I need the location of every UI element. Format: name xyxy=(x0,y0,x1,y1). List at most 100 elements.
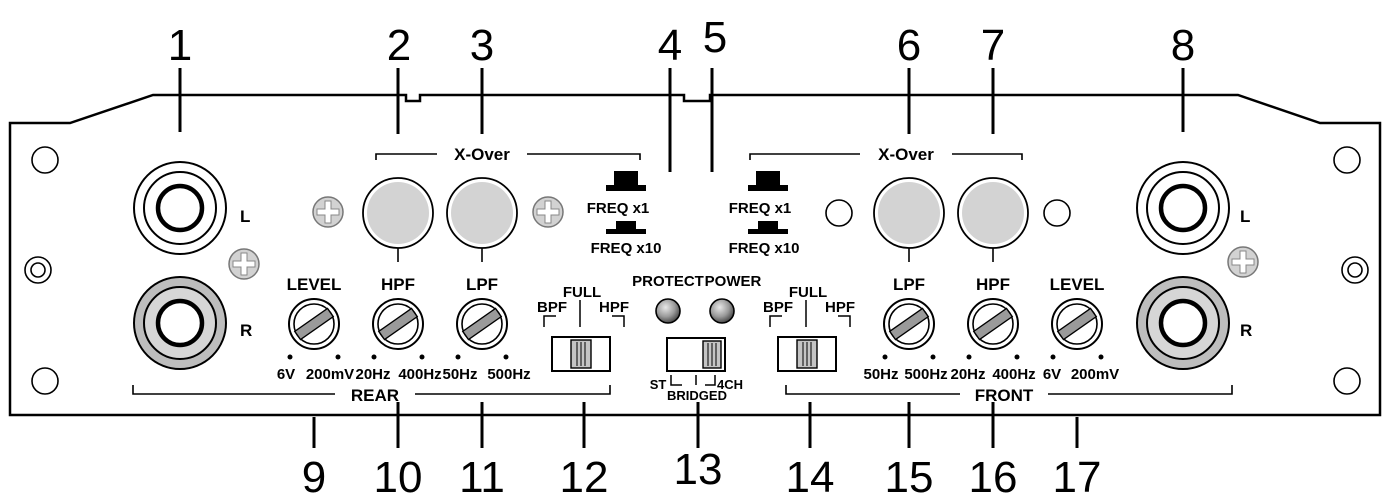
front-switch-full-label: FULL xyxy=(789,284,827,301)
front-rca-left-label: L xyxy=(1240,207,1250,226)
mount-hole-right-bottom xyxy=(1333,367,1361,395)
rear-xover-hpf-module[interactable] xyxy=(362,177,434,249)
callout-8: 8 xyxy=(1171,21,1195,70)
rear-freq-x10-button[interactable] xyxy=(606,221,646,234)
protect-led xyxy=(655,298,681,324)
rear-xover-screw-right-icon xyxy=(532,196,564,228)
mount-hole-left-bottom xyxy=(31,367,59,395)
center-section: FREQ x1 FREQ x10 FREQ x1 FREQ x10 PROTEC… xyxy=(587,171,800,403)
rear-xover-label: X-Over xyxy=(454,145,510,164)
rear-xover-screw-left-icon xyxy=(312,196,344,228)
rear-rca-left-jack[interactable] xyxy=(133,161,227,255)
mount-hole-right-top xyxy=(1333,146,1361,174)
front-section-label: FRONT xyxy=(975,386,1034,405)
callout-1: 1 xyxy=(168,21,192,70)
rear-level-max: 200mV xyxy=(306,366,354,383)
callout-12: 12 xyxy=(560,453,609,497)
rear-switch-bpf-label: BPF xyxy=(537,299,567,316)
callout-9: 9 xyxy=(302,453,326,497)
mode-switch[interactable] xyxy=(666,337,726,372)
callout-3: 3 xyxy=(470,21,494,70)
front-section-bracket xyxy=(785,385,1233,395)
callout-16: 16 xyxy=(969,453,1018,497)
front-hpf-min: 20Hz xyxy=(950,366,985,383)
rear-switch-full-label: FULL xyxy=(563,284,601,301)
front-level-min: 6V xyxy=(1043,366,1061,383)
front-freq-x1-button[interactable] xyxy=(748,171,788,191)
rear-filter-switch[interactable] xyxy=(551,336,611,372)
front-knob-range-dots xyxy=(882,354,1104,360)
rear-lpf-label: LPF xyxy=(466,275,498,294)
mount-hole-left-top xyxy=(31,146,59,174)
front-xover-hpf-module[interactable] xyxy=(957,177,1029,249)
mounting-holes xyxy=(24,146,1369,395)
rear-freq-x10-label: FREQ x10 xyxy=(591,240,662,257)
front-freq-x10-label: FREQ x10 xyxy=(729,240,800,257)
front-screw-icon xyxy=(1227,246,1259,278)
front-level-label: LEVEL xyxy=(1050,275,1105,294)
rear-rca-right-jack[interactable] xyxy=(133,276,227,370)
rear-screw-icon xyxy=(228,248,260,280)
mode-switch-st-label: ST xyxy=(650,377,667,392)
rear-level-label: LEVEL xyxy=(287,275,342,294)
front-rca-right-label: R xyxy=(1240,321,1252,340)
front-xover-lpf-module[interactable] xyxy=(873,177,945,249)
panel-outline xyxy=(8,93,1382,417)
power-led xyxy=(709,298,735,324)
front-rca-right-jack[interactable] xyxy=(1136,276,1230,370)
rear-filter-switch-legend xyxy=(543,300,625,327)
rear-lpf-max: 500Hz xyxy=(487,366,530,383)
callout-2: 2 xyxy=(387,21,411,70)
front-filter-switch[interactable] xyxy=(777,336,837,372)
callout-lines xyxy=(178,68,1185,448)
front-filter-switch-legend xyxy=(769,300,851,327)
callout-13: 13 xyxy=(674,445,723,494)
protect-label: PROTECT xyxy=(632,273,704,290)
rear-hpf-knob[interactable] xyxy=(372,298,424,350)
callout-17: 17 xyxy=(1053,453,1102,497)
front-rca-left-jack[interactable] xyxy=(1136,161,1230,255)
callout-4: 4 xyxy=(658,21,682,70)
front-freq-x1-label: FREQ x1 xyxy=(729,200,792,217)
rear-xover-bracket xyxy=(375,153,641,160)
callout-6: 6 xyxy=(897,21,921,70)
rear-level-min: 6V xyxy=(277,366,295,383)
mode-switch-bridged-label: BRIDGED xyxy=(667,388,727,403)
rear-freq-x1-button[interactable] xyxy=(606,171,646,191)
power-label: POWER xyxy=(705,273,762,290)
rear-level-knob[interactable] xyxy=(288,298,340,350)
mode-switch-legend xyxy=(670,375,716,386)
mount-hole-left-mid-inner xyxy=(30,262,46,278)
callout-7: 7 xyxy=(981,21,1005,70)
front-hpf-max: 400Hz xyxy=(992,366,1035,383)
callout-15: 15 xyxy=(885,453,934,497)
callout-numbers: 1 2 3 4 5 6 7 8 9 10 11 12 13 14 15 16 1… xyxy=(168,13,1195,497)
rear-section-label: REAR xyxy=(351,386,399,405)
rear-section-bracket xyxy=(132,385,611,395)
front-switch-bpf-label: BPF xyxy=(763,299,793,316)
front-lpf-max: 500Hz xyxy=(904,366,947,383)
rear-hpf-min: 20Hz xyxy=(355,366,390,383)
front-hpf-knob[interactable] xyxy=(967,298,1019,350)
rear-knob-range-dots xyxy=(287,354,509,360)
front-freq-x10-button[interactable] xyxy=(748,221,788,234)
rear-hpf-max: 400Hz xyxy=(398,366,441,383)
front-level-knob[interactable] xyxy=(1051,298,1103,350)
rear-lpf-knob[interactable] xyxy=(456,298,508,350)
rear-freq-x1-label: FREQ x1 xyxy=(587,200,650,217)
front-lpf-label: LPF xyxy=(893,275,925,294)
front-level-max: 200mV xyxy=(1071,366,1119,383)
rear-lpf-min: 50Hz xyxy=(442,366,477,383)
front-section: X-Over FULL BPF HPF xyxy=(749,145,1259,405)
rear-xover-lpf-module[interactable] xyxy=(446,177,518,249)
callout-10: 10 xyxy=(374,453,423,497)
callout-11: 11 xyxy=(459,453,505,497)
rear-rca-right-label: R xyxy=(240,321,252,340)
front-xover-label: X-Over xyxy=(878,145,934,164)
mode-switch-4ch-label: 4CH xyxy=(717,377,743,392)
rear-switch-hpf-label: HPF xyxy=(599,299,629,316)
front-hpf-label: HPF xyxy=(976,275,1010,294)
front-xover-bracket xyxy=(749,153,1023,160)
front-lpf-knob[interactable] xyxy=(883,298,935,350)
